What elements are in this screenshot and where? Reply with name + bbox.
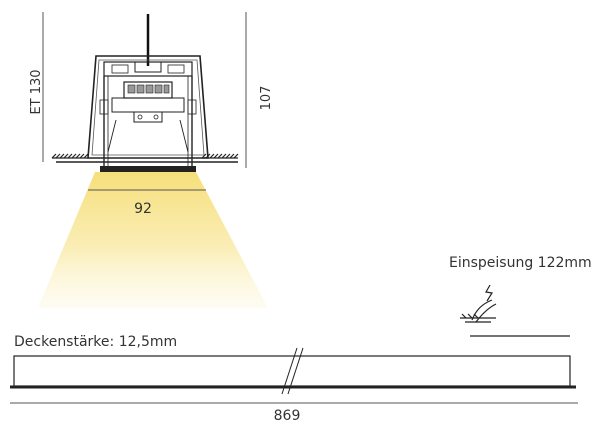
height-dimension-label: 107 [259, 86, 274, 111]
light-beam [38, 172, 268, 308]
luminaire-profile [99, 61, 197, 168]
diffuser [100, 166, 196, 172]
luminaire-side-view [10, 347, 576, 395]
ceiling-thickness-label: Deckenstärke: 12,5mm [14, 334, 177, 350]
et-dimension-label: ET 130 [29, 69, 44, 114]
feed-label: Einspeisung 122mm [449, 255, 592, 271]
housing-outline [87, 55, 209, 159]
length-dimension-label: 869 [274, 408, 301, 424]
opening-dimension-label: 92 [134, 201, 152, 217]
terminal-block [111, 81, 185, 123]
feed-icon [460, 284, 497, 323]
